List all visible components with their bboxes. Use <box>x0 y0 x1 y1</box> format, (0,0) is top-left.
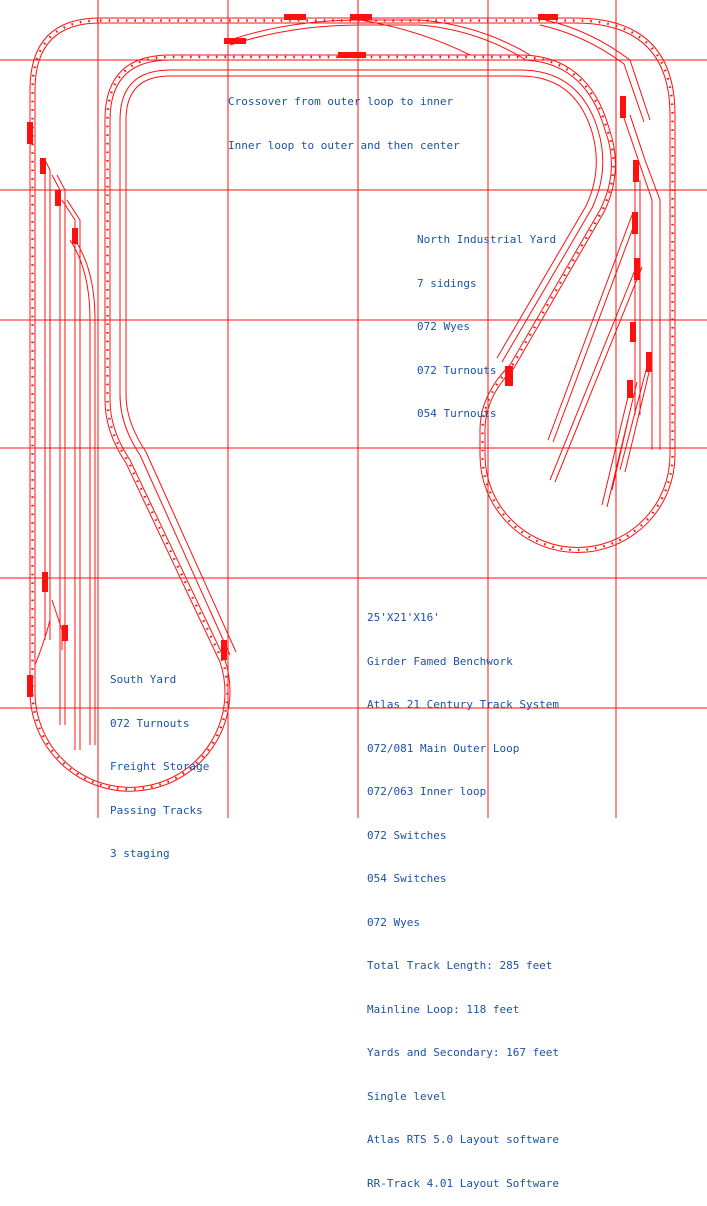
crossover-note-line: Crossover from outer loop to inner <box>228 95 454 108</box>
specs-yards-length: Yards and Secondary: 167 feet <box>367 1046 560 1059</box>
specs-total-length: Total Track Length: 285 feet <box>367 959 553 972</box>
south-yard-note-line: 072 Turnouts <box>110 716 190 730</box>
north-yard-note-line: 7 sidings <box>417 276 477 290</box>
south-yard-note-line: Freight Storage <box>110 760 210 773</box>
south-yard-note: South Yard 072 Turnouts Freight Storage … <box>110 644 209 876</box>
crossover-note-line: Inner loop to outer and then center <box>228 138 460 152</box>
north-yard-note-line: 072 Wyes <box>417 320 470 333</box>
south-yard-note-line: Passing Tracks <box>110 803 203 817</box>
south-yard-note-title: South Yard <box>110 673 177 686</box>
inner-loop <box>119 69 604 656</box>
turnout-markers <box>27 14 652 697</box>
specs-switches-054: 054 Switches <box>367 872 447 885</box>
specs-levels: Single level <box>367 1089 447 1103</box>
outer-mainline-loop <box>29 17 676 792</box>
specs-switches-072: 072 Switches <box>367 828 447 842</box>
north-yard-note-line: 072 Turnouts <box>417 363 497 377</box>
specs-software-rrtrack: RR-Track 4.01 Layout Software <box>367 1176 560 1190</box>
layout-specs-note: 25'X21'X16' Girder Famed Benchwork Atlas… <box>367 582 559 1206</box>
specs-inner-loop: 072/063 Inner loop <box>367 785 487 798</box>
specs-outer-loop: 072/081 Main Outer Loop <box>367 741 520 755</box>
specs-mainline-length: Mainline Loop: 118 feet <box>367 1002 520 1016</box>
specs-benchwork: Girder Famed Benchwork <box>367 654 513 668</box>
north-yard-note-line: 054 Turnouts <box>417 407 497 420</box>
specs-dimensions: 25'X21'X16' <box>367 611 440 624</box>
north-yard-note: North Industrial Yard 7 sidings 072 Wyes… <box>417 204 556 436</box>
specs-software-atlas: Atlas RTS 5.0 Layout software <box>367 1133 560 1146</box>
south-yard-tracks <box>34 159 96 750</box>
north-yard-note-title: North Industrial Yard <box>417 233 557 246</box>
specs-track-system: Atlas 21 Century Track System <box>367 698 560 711</box>
north-yard-tracks <box>547 114 661 508</box>
track-plan-canvas <box>0 0 707 818</box>
south-yard-note-line: 3 staging <box>110 847 170 860</box>
crossover-note: Crossover from outer loop to inner Inner… <box>228 66 460 168</box>
specs-wyes: 072 Wyes <box>367 915 420 929</box>
